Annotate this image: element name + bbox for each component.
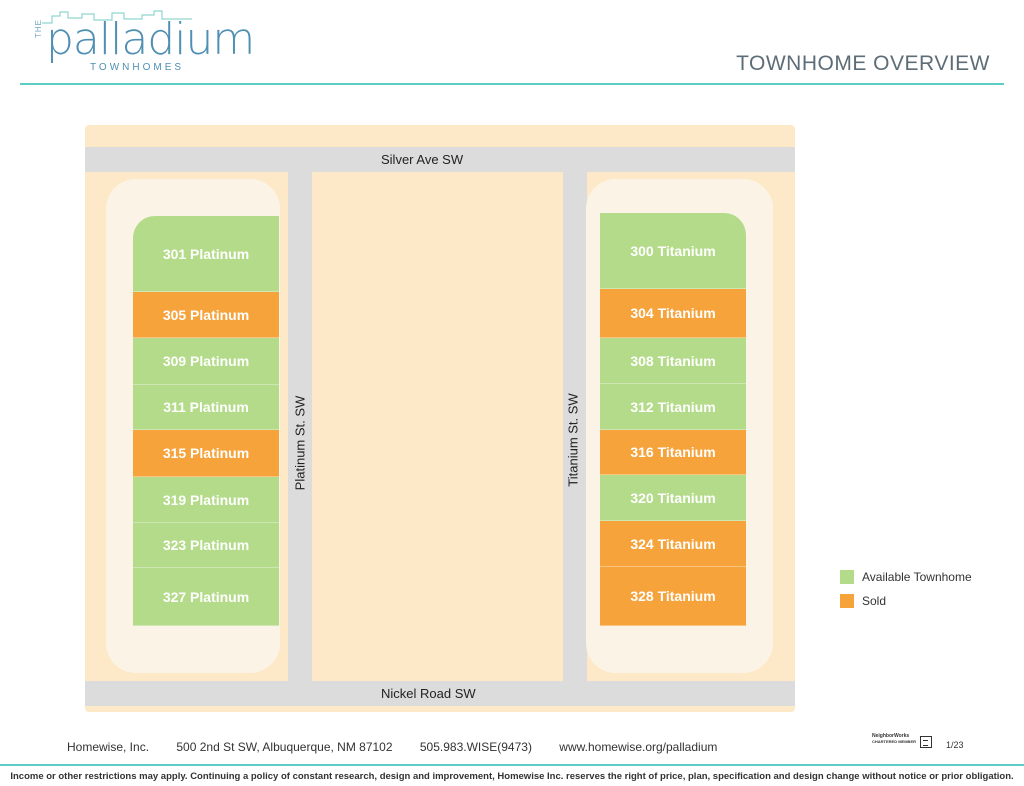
equal-housing-icon: [920, 736, 932, 748]
page-number: 1/23: [946, 740, 964, 750]
legend: Available Townhome Sold: [840, 565, 972, 613]
platinum-lot-2[interactable]: 309 Platinum: [133, 338, 279, 385]
titanium-lot-1[interactable]: 304 Titanium: [600, 289, 746, 338]
road-south: [85, 681, 795, 706]
logo-subtitle: TOWNHOMES: [90, 62, 185, 73]
neighborworks-logo: NeighborWorks CHARTERED MEMBER: [872, 733, 916, 750]
footer-divider: [0, 764, 1024, 766]
header-divider: [20, 83, 1004, 85]
site-map: Silver Ave SW Nickel Road SW Platinum St…: [85, 125, 795, 712]
titanium-lot-6[interactable]: 324 Titanium: [600, 521, 746, 567]
titanium-lot-7[interactable]: 328 Titanium: [600, 567, 746, 626]
disclaimer: Income or other restrictions may apply. …: [10, 771, 1014, 782]
legend-available-label: Available Townhome: [862, 570, 972, 584]
footer-logos: NeighborWorks CHARTERED MEMBER: [872, 733, 932, 750]
palladium-logo: THE palladium TOWNHOMES: [34, 8, 255, 78]
street-label-west: Platinum St. SW: [292, 395, 308, 491]
skyline-icon: [42, 10, 192, 24]
titanium-lot-3[interactable]: 312 Titanium: [600, 384, 746, 430]
footer-contact: Homewise, Inc. 500 2nd St SW, Albuquerqu…: [67, 740, 741, 754]
platinum-lot-6[interactable]: 323 Platinum: [133, 523, 279, 568]
titanium-lot-4[interactable]: 316 Titanium: [600, 430, 746, 475]
neighborworks-sub: CHARTERED MEMBER: [872, 738, 916, 744]
titanium-lot-2[interactable]: 308 Titanium: [600, 338, 746, 384]
platinum-lot-5[interactable]: 319 Platinum: [133, 477, 279, 523]
footer-website[interactable]: www.homewise.org/palladium: [559, 740, 718, 754]
footer-company: Homewise, Inc.: [67, 740, 150, 754]
legend-available: Available Townhome: [840, 565, 972, 589]
legend-sold: Sold: [840, 589, 972, 613]
platinum-lot-7[interactable]: 327 Platinum: [133, 568, 279, 626]
footer-phone: 505.983.WISE(9473): [419, 740, 532, 754]
titanium-lot-5[interactable]: 320 Titanium: [600, 475, 746, 521]
sold-swatch: [840, 594, 854, 608]
logo-wordmark: palladium: [46, 14, 255, 65]
street-label-east: Titanium St. SW: [565, 393, 581, 487]
street-label-south: Nickel Road SW: [381, 686, 476, 701]
footer-address: 500 2nd St SW, Albuquerque, NM 87102: [176, 740, 393, 754]
platinum-lot-1[interactable]: 305 Platinum: [133, 292, 279, 338]
platinum-lot-4[interactable]: 315 Platinum: [133, 430, 279, 477]
logo-the: THE: [34, 19, 43, 38]
legend-sold-label: Sold: [862, 594, 887, 608]
neighborworks-text: NeighborWorks: [872, 733, 910, 739]
platinum-lot-3[interactable]: 311 Platinum: [133, 385, 279, 430]
page-title: TOWNHOME OVERVIEW: [736, 52, 990, 75]
platinum-lot-0[interactable]: 301 Platinum: [133, 216, 279, 292]
titanium-lot-0[interactable]: 300 Titanium: [600, 213, 746, 289]
available-swatch: [840, 570, 854, 584]
street-label-north: Silver Ave SW: [381, 152, 464, 167]
road-west: [288, 172, 312, 681]
road-east: [563, 172, 587, 681]
road-north: [85, 147, 795, 172]
